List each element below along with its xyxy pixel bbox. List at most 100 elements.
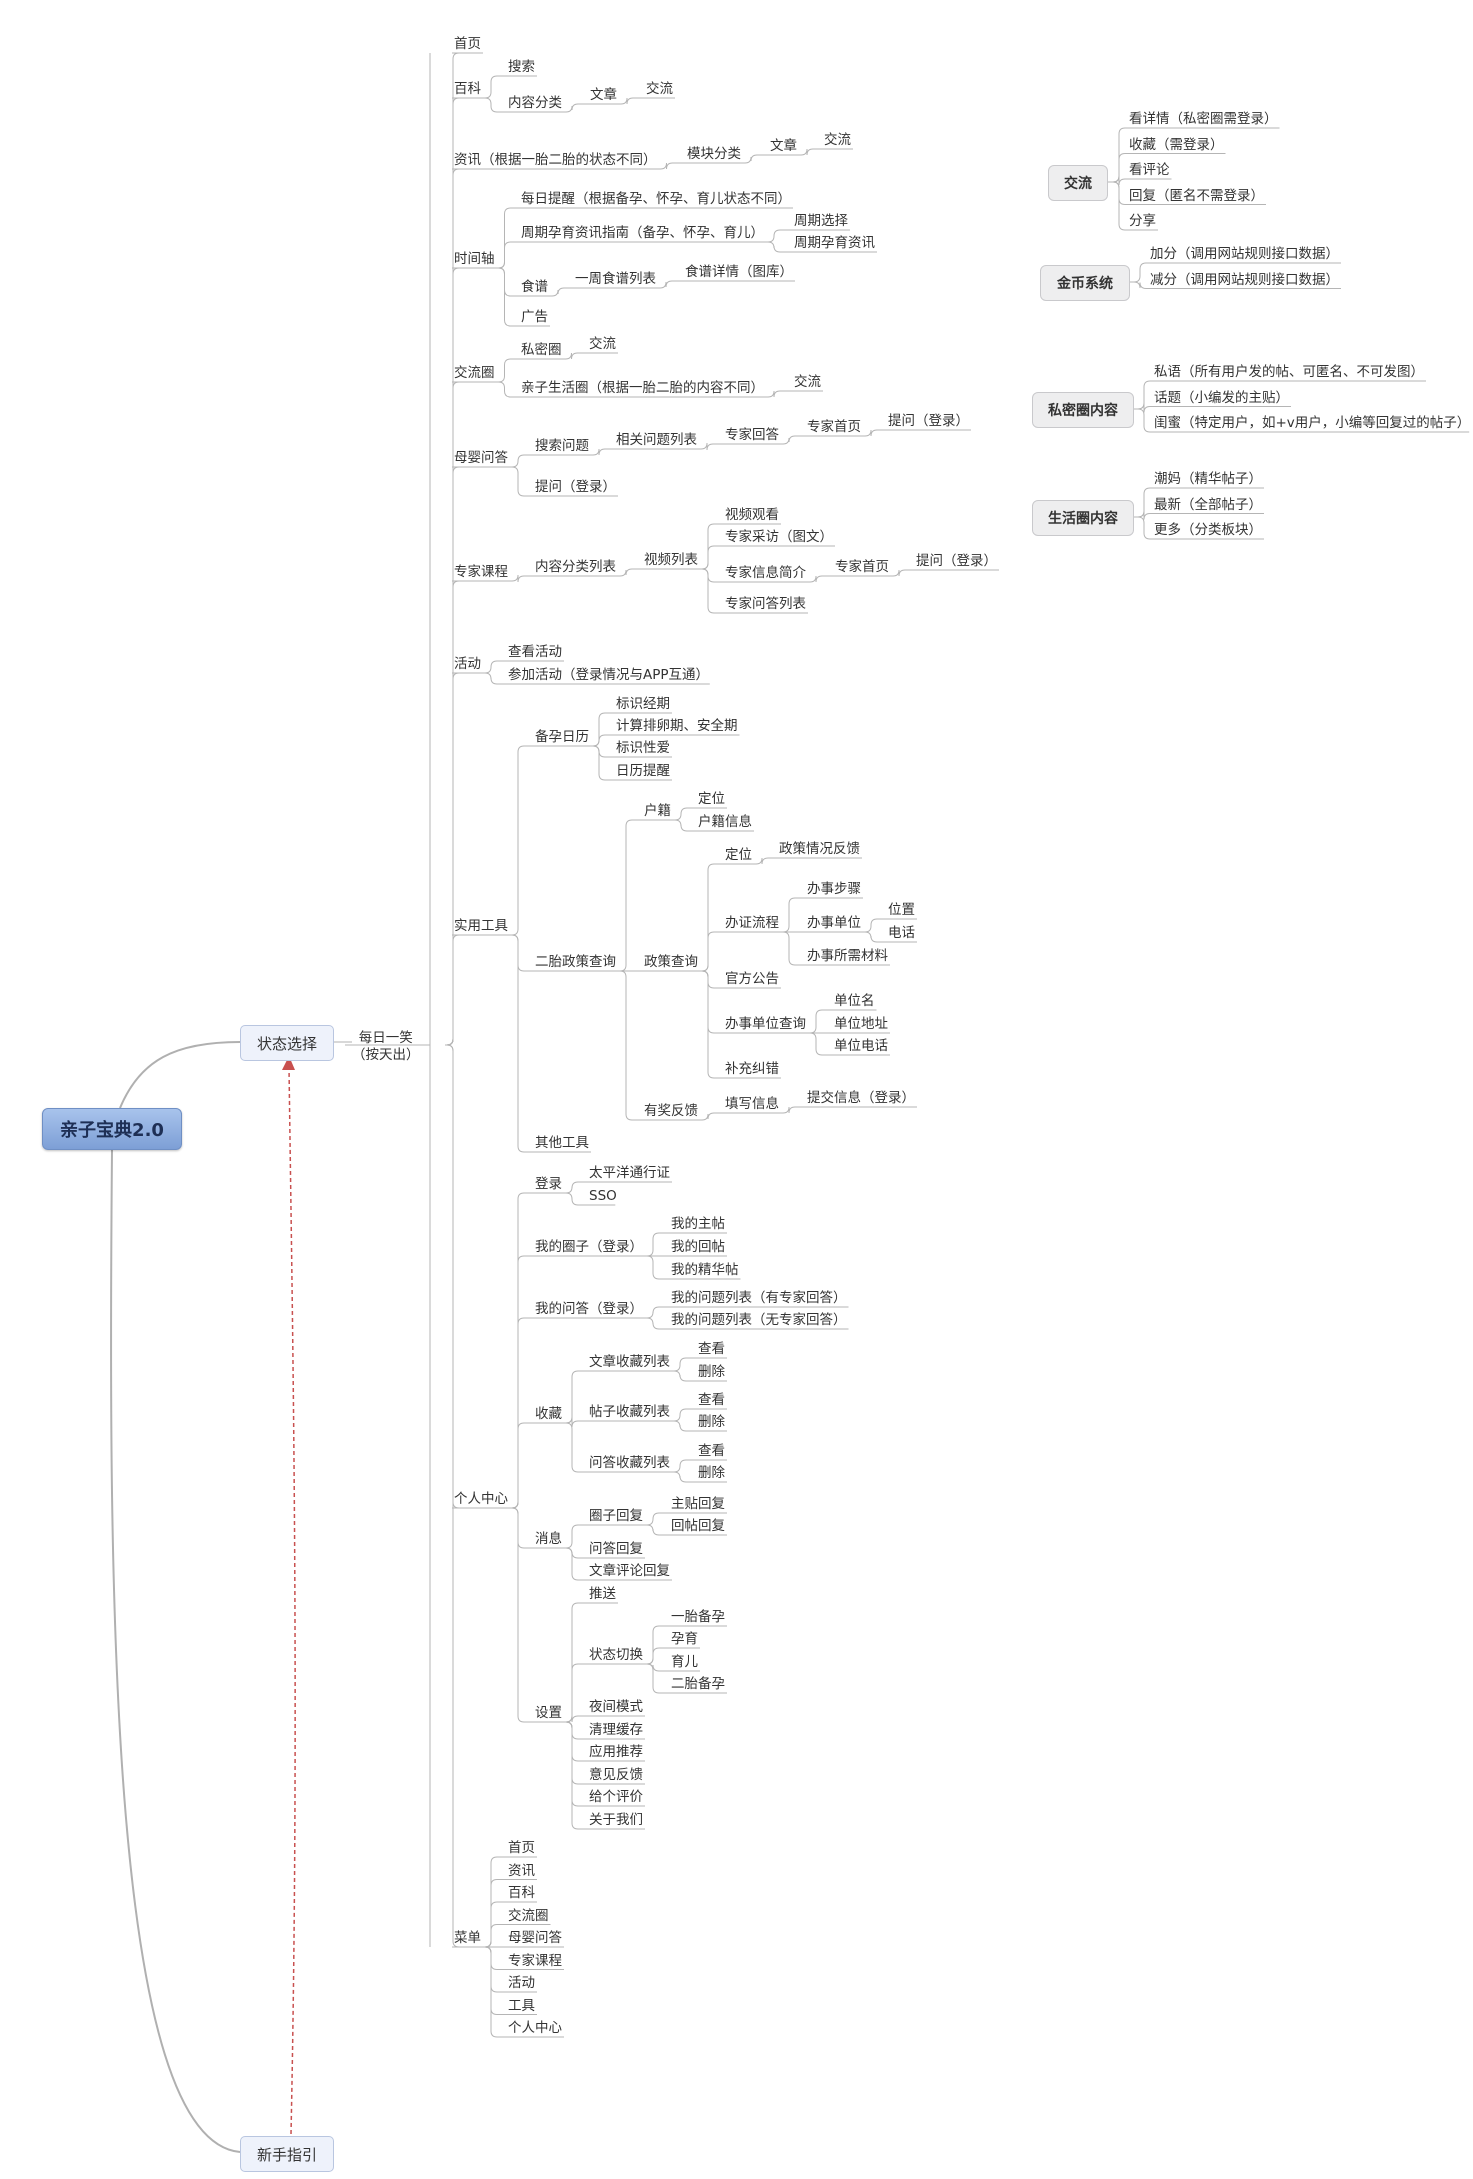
- node-qa_list_noexpert[interactable]: 我的问题列表（无专家回答）: [671, 1312, 847, 1328]
- node-notice[interactable]: 官方公告: [725, 971, 779, 987]
- side-exchange-item-4[interactable]: 分享: [1129, 213, 1156, 229]
- node-video_list[interactable]: 视频列表: [644, 552, 698, 568]
- node-materials[interactable]: 办事所需材料: [807, 948, 888, 964]
- node-news_article[interactable]: 文章: [770, 138, 797, 154]
- node-week_select[interactable]: 周期选择: [794, 213, 848, 229]
- node-fill_info[interactable]: 填写信息: [725, 1096, 779, 1112]
- node-my_qa[interactable]: 我的问答（登录）: [535, 1301, 643, 1317]
- node-week_recipe[interactable]: 一周食谱列表: [575, 271, 656, 287]
- node-policy_query[interactable]: 二胎政策查询: [535, 954, 616, 970]
- node-view_act[interactable]: 查看活动: [508, 644, 562, 660]
- node-ask_login2[interactable]: 提问（登录）: [535, 479, 616, 495]
- node-reply_reply[interactable]: 回帖回复: [671, 1518, 725, 1534]
- node-reward[interactable]: 有奖反馈: [644, 1103, 698, 1119]
- node-m_tools[interactable]: 工具: [508, 1997, 535, 2014]
- node-state-select[interactable]: 状态选择: [240, 1025, 334, 1061]
- node-prep2[interactable]: 二胎备孕: [671, 1676, 725, 1692]
- node-my_best[interactable]: 我的精华帖: [671, 1262, 739, 1278]
- node-intro[interactable]: 专家信息简介: [725, 565, 806, 581]
- side-life-item-1[interactable]: 最新（全部帖子）: [1154, 496, 1262, 513]
- node-m_circle[interactable]: 交流圈: [508, 1907, 549, 1924]
- side-exchange-item-1[interactable]: 收藏（需登录）: [1129, 136, 1224, 153]
- node-timeline[interactable]: 时间轴: [454, 251, 495, 267]
- side-exchange-item-0[interactable]: 看详情（私密圈需登录）: [1129, 111, 1278, 127]
- side-coin-title[interactable]: 金币系统: [1040, 265, 1130, 301]
- root-node[interactable]: 亲子宝典2.0: [42, 1108, 182, 1150]
- node-other_tools[interactable]: 其他工具: [535, 1135, 589, 1151]
- node-unit_query[interactable]: 办事单位查询: [725, 1016, 806, 1032]
- side-coin-item-1[interactable]: 减分（调用网站规则接口数据）: [1150, 271, 1339, 288]
- node-hukou[interactable]: 户籍: [644, 803, 671, 819]
- side-private-title[interactable]: 私密圈内容: [1032, 392, 1134, 428]
- node-search_q[interactable]: 搜索问题: [535, 438, 589, 454]
- node-sso[interactable]: SSO: [589, 1188, 617, 1204]
- node-del2[interactable]: 删除: [698, 1414, 725, 1430]
- node-del3[interactable]: 删除: [698, 1465, 725, 1481]
- node-pregnancy[interactable]: 孕育: [671, 1631, 698, 1647]
- node-life_circle[interactable]: 亲子生活圈（根据一胎二胎的内容不同）: [521, 380, 764, 396]
- node-home[interactable]: 首页: [454, 36, 481, 52]
- node-recipe[interactable]: 食谱: [521, 279, 548, 295]
- node-module_cat[interactable]: 模块分类: [687, 146, 741, 162]
- node-my_circle[interactable]: 我的圈子（登录）: [535, 1239, 643, 1255]
- node-fav[interactable]: 收藏: [535, 1406, 562, 1422]
- node-fav_qa[interactable]: 问答收藏列表: [589, 1455, 670, 1471]
- node-policy_feedback[interactable]: 政策情况反馈: [779, 841, 860, 857]
- node-menu[interactable]: 菜单: [454, 1930, 481, 1946]
- side-private-item-0[interactable]: 私语（所有用户发的帖、可匿名、不可发图）: [1154, 364, 1424, 380]
- node-parenting[interactable]: 育儿: [671, 1654, 698, 1670]
- node-m_home[interactable]: 首页: [508, 1840, 535, 1856]
- node-ovulation[interactable]: 计算排卵期、安全期: [616, 718, 738, 734]
- node-exchange[interactable]: 交流: [646, 81, 673, 97]
- side-exchange-title[interactable]: 交流: [1048, 165, 1108, 201]
- node-news_exchange[interactable]: 交流: [824, 132, 851, 148]
- node-course[interactable]: 专家课程: [454, 564, 508, 580]
- node-weekly_guide[interactable]: 周期孕育资讯指南（备孕、怀孕、育儿）: [521, 225, 764, 241]
- node-m_news[interactable]: 资讯: [508, 1862, 535, 1879]
- node-view3[interactable]: 查看: [698, 1443, 725, 1459]
- node-night[interactable]: 夜间模式: [589, 1699, 643, 1715]
- node-search[interactable]: 搜索: [508, 59, 535, 75]
- daily-joke-note[interactable]: 每日一笑 （按天出）: [352, 1030, 420, 1064]
- node-new-user-guide[interactable]: 新手指引: [240, 2136, 334, 2172]
- node-activity[interactable]: 活动: [454, 656, 481, 672]
- node-mark_period[interactable]: 标识经期: [616, 696, 670, 712]
- node-circle[interactable]: 交流圈: [454, 365, 495, 381]
- node-private[interactable]: 私密圈: [521, 342, 562, 358]
- side-private-item-2[interactable]: 闺蜜（特定用户，如+v用户，小编等回复过的帖子）: [1154, 415, 1471, 431]
- node-baike[interactable]: 百科: [454, 81, 481, 97]
- node-view1[interactable]: 查看: [698, 1341, 725, 1357]
- node-steps[interactable]: 办事步骤: [807, 881, 861, 897]
- node-expert_qa_list[interactable]: 专家问答列表: [725, 596, 806, 612]
- node-expert_home2[interactable]: 专家首页: [835, 559, 889, 575]
- node-news[interactable]: 资讯（根据一胎二胎的状态不同）: [454, 152, 657, 168]
- node-clear_cache[interactable]: 清理缓存: [589, 1722, 643, 1738]
- node-m_qa[interactable]: 母婴问答: [508, 1930, 562, 1946]
- node-m_activity[interactable]: 活动: [508, 1975, 535, 1991]
- node-watch[interactable]: 视频观看: [725, 507, 779, 523]
- node-cal_remind[interactable]: 日历提醒: [616, 763, 670, 779]
- node-mark_love[interactable]: 标识性爱: [616, 740, 670, 756]
- side-exchange-item-2[interactable]: 看评论: [1129, 162, 1170, 178]
- node-submit_info[interactable]: 提交信息（登录）: [807, 1090, 915, 1106]
- node-recipe_detail[interactable]: 食谱详情（图库）: [685, 264, 793, 280]
- node-phone[interactable]: 电话: [888, 925, 915, 941]
- node-personal[interactable]: 个人中心: [454, 1491, 508, 1507]
- node-unit_phone[interactable]: 单位电话: [834, 1038, 888, 1054]
- node-msg[interactable]: 消息: [535, 1531, 562, 1547]
- node-feedback[interactable]: 意见反馈: [589, 1767, 643, 1783]
- node-content_cat[interactable]: 内容分类: [508, 95, 562, 111]
- node-prep_cal[interactable]: 备孕日历: [535, 729, 589, 745]
- node-my_reply[interactable]: 我的回帖: [671, 1239, 725, 1255]
- node-qa_list_expert[interactable]: 我的问题列表（有专家回答）: [671, 1290, 847, 1306]
- node-fav_post[interactable]: 帖子收藏列表: [589, 1404, 670, 1420]
- node-m_baike[interactable]: 百科: [508, 1885, 535, 1901]
- node-related_q[interactable]: 相关问题列表: [616, 432, 697, 448]
- node-interview[interactable]: 专家采访（图文）: [725, 529, 833, 545]
- node-settings[interactable]: 设置: [535, 1705, 562, 1721]
- node-process[interactable]: 办证流程: [725, 915, 779, 931]
- node-unit_name[interactable]: 单位名: [834, 993, 875, 1009]
- node-qa[interactable]: 母婴问答: [454, 450, 508, 466]
- node-policy_q[interactable]: 政策查询: [644, 954, 698, 970]
- node-week_news[interactable]: 周期孕育资讯: [794, 235, 875, 251]
